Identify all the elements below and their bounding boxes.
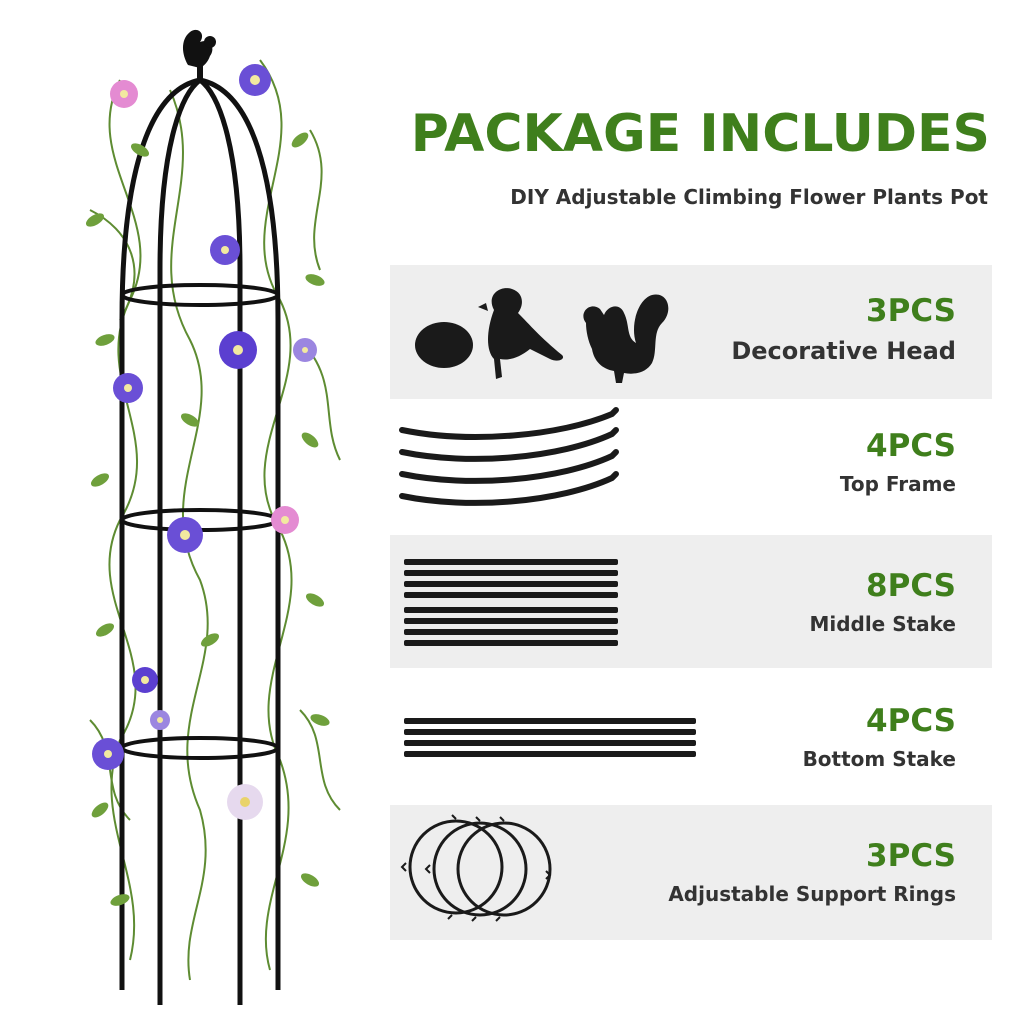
pink-flower-icon	[271, 506, 299, 534]
leaves	[85, 132, 330, 906]
curved-frame-icon	[399, 407, 619, 506]
item-quantity: 4PCS	[866, 428, 956, 464]
item-quantity: 3PCS	[866, 293, 956, 329]
purple-flower-icon	[132, 667, 158, 693]
purple-flower-icon	[167, 517, 203, 553]
squirrel-finial-icon	[183, 29, 216, 68]
item-quantity: 8PCS	[866, 568, 956, 604]
flowers	[92, 64, 317, 820]
item-label: Bottom Stake	[802, 747, 956, 771]
long-stake-icon	[404, 718, 696, 757]
item-label: Top Frame	[839, 472, 956, 496]
trellis-product-image	[85, 29, 341, 1005]
purple-flower-icon	[219, 331, 257, 369]
page-title: PACKAGE INCLUDES	[410, 104, 990, 164]
purple-flower-icon	[92, 738, 124, 770]
item-top-frame: 4PCS Top Frame	[390, 400, 992, 534]
purple-flower-icon	[239, 64, 271, 96]
purple-flower-icon	[210, 235, 240, 265]
item-quantity: 3PCS	[866, 838, 956, 874]
item-quantity: 4PCS	[866, 703, 956, 739]
stake-bundle-icon	[404, 559, 618, 646]
item-bottom-stake: 4PCS Bottom Stake	[390, 670, 992, 804]
item-label: Adjustable Support Rings	[668, 882, 956, 906]
item-middle-stake: 8PCS Middle Stake	[390, 535, 992, 668]
item-label: Middle Stake	[809, 612, 956, 636]
climbing-vines	[89, 59, 341, 981]
item-support-rings: 3PCS Adjustable Support Rings	[390, 805, 992, 940]
lilac-flower-icon	[150, 710, 170, 730]
pink-flower-icon	[110, 80, 138, 108]
item-label: Decorative Head	[731, 337, 956, 365]
item-decorative-head: 3PCS Decorative Head	[390, 265, 992, 399]
white-flower-icon	[227, 784, 263, 820]
support-rings-icon	[400, 814, 552, 922]
lilac-flower-icon	[293, 338, 317, 362]
decorative-heads-icon	[415, 288, 669, 383]
purple-flower-icon	[113, 373, 143, 403]
page-subtitle: DIY Adjustable Climbing Flower Plants Po…	[510, 185, 988, 209]
